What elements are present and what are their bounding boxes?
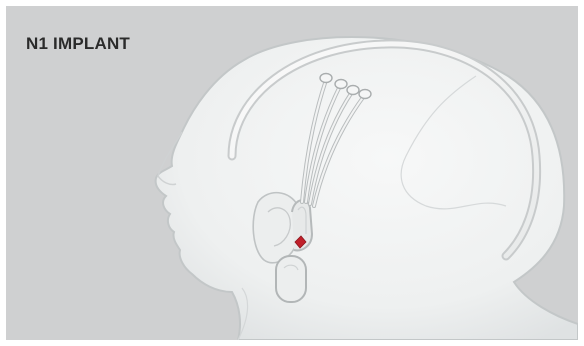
head-silhouette <box>156 37 578 340</box>
head-diagram <box>6 6 578 340</box>
diagram-frame: N1 IMPLANT <box>6 6 578 340</box>
battery-pod <box>276 256 306 302</box>
